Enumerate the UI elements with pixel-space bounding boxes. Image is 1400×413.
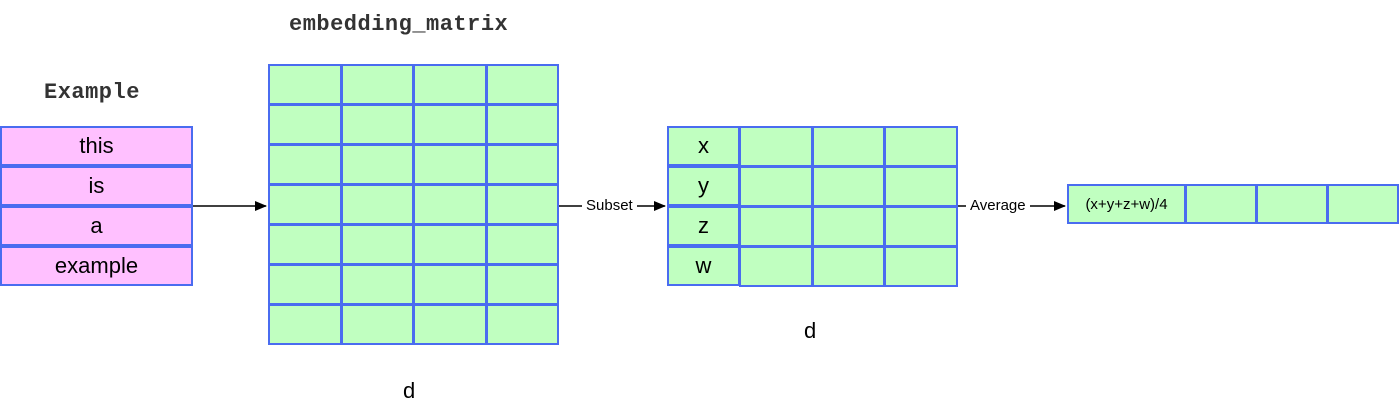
average-vector-cell — [1327, 184, 1399, 224]
subset-matrix-cell — [739, 166, 813, 207]
embedding-matrix-cell — [340, 304, 414, 345]
embedding-matrix-cell — [485, 264, 559, 305]
average-result-cell: (x+y+z+w)/4 — [1067, 184, 1186, 224]
subset-row-label-x: x — [667, 126, 740, 166]
word-cell-a: a — [0, 206, 193, 246]
embedding-matrix-cell — [485, 184, 559, 225]
subset-matrix-cell — [884, 246, 958, 287]
embedding-matrix-cell — [413, 64, 487, 105]
embedding-matrix-cell — [340, 224, 414, 265]
embedding-matrix-cell — [340, 144, 414, 185]
subset-dim-label: d — [804, 318, 817, 343]
embedding-dim-label: d — [403, 378, 416, 403]
subset-matrix-cell — [739, 206, 813, 247]
word-cell-this: this — [0, 126, 193, 166]
word-cell-example: example — [0, 246, 193, 286]
embedding-matrix-cell — [485, 304, 559, 345]
embedding-matrix-cell — [485, 64, 559, 105]
subset-matrix-cell — [811, 166, 885, 207]
embedding-matrix-title: embedding_matrix — [289, 12, 509, 37]
embedding-matrix-cell — [413, 184, 487, 225]
subset-matrix-cell — [884, 126, 958, 167]
embedding-matrix-cell — [268, 184, 342, 225]
subset-matrix-cell — [884, 166, 958, 207]
subset-matrix-cell — [811, 126, 885, 167]
embedding-matrix-cell — [485, 104, 559, 145]
subset-row-label-y: y — [667, 166, 740, 206]
embedding-matrix-cell — [413, 144, 487, 185]
embedding-matrix-cell — [340, 184, 414, 225]
embedding-matrix-cell — [413, 224, 487, 265]
word-cell-is: is — [0, 166, 193, 206]
example-title: Example — [44, 80, 140, 105]
embedding-matrix-cell — [340, 264, 414, 305]
embedding-matrix-cell — [268, 304, 342, 345]
embedding-matrix-cell — [413, 304, 487, 345]
embedding-matrix-cell — [485, 224, 559, 265]
embedding-matrix-cell — [340, 104, 414, 145]
embedding-matrix-cell — [268, 264, 342, 305]
embedding-matrix-cell — [485, 144, 559, 185]
subset-row-label-z: z — [667, 206, 740, 246]
subset-matrix-cell — [811, 206, 885, 247]
embedding-matrix-cell — [413, 264, 487, 305]
subset-matrix-cell — [884, 206, 958, 247]
embedding-matrix-cell — [268, 144, 342, 185]
average-vector-cell — [1185, 184, 1257, 224]
embedding-matrix-cell — [268, 104, 342, 145]
average-vector-cell — [1256, 184, 1328, 224]
embedding-matrix-cell — [268, 224, 342, 265]
average-arrow-label: Average — [966, 197, 1030, 214]
embedding-matrix-cell — [340, 64, 414, 105]
embedding-matrix-cell — [413, 104, 487, 145]
subset-row-label-w: w — [667, 246, 740, 286]
subset-matrix-cell — [739, 126, 813, 167]
subset-matrix-cell — [739, 246, 813, 287]
subset-arrow-label: Subset — [582, 197, 637, 214]
subset-matrix-cell — [811, 246, 885, 287]
embedding-matrix-cell — [268, 64, 342, 105]
